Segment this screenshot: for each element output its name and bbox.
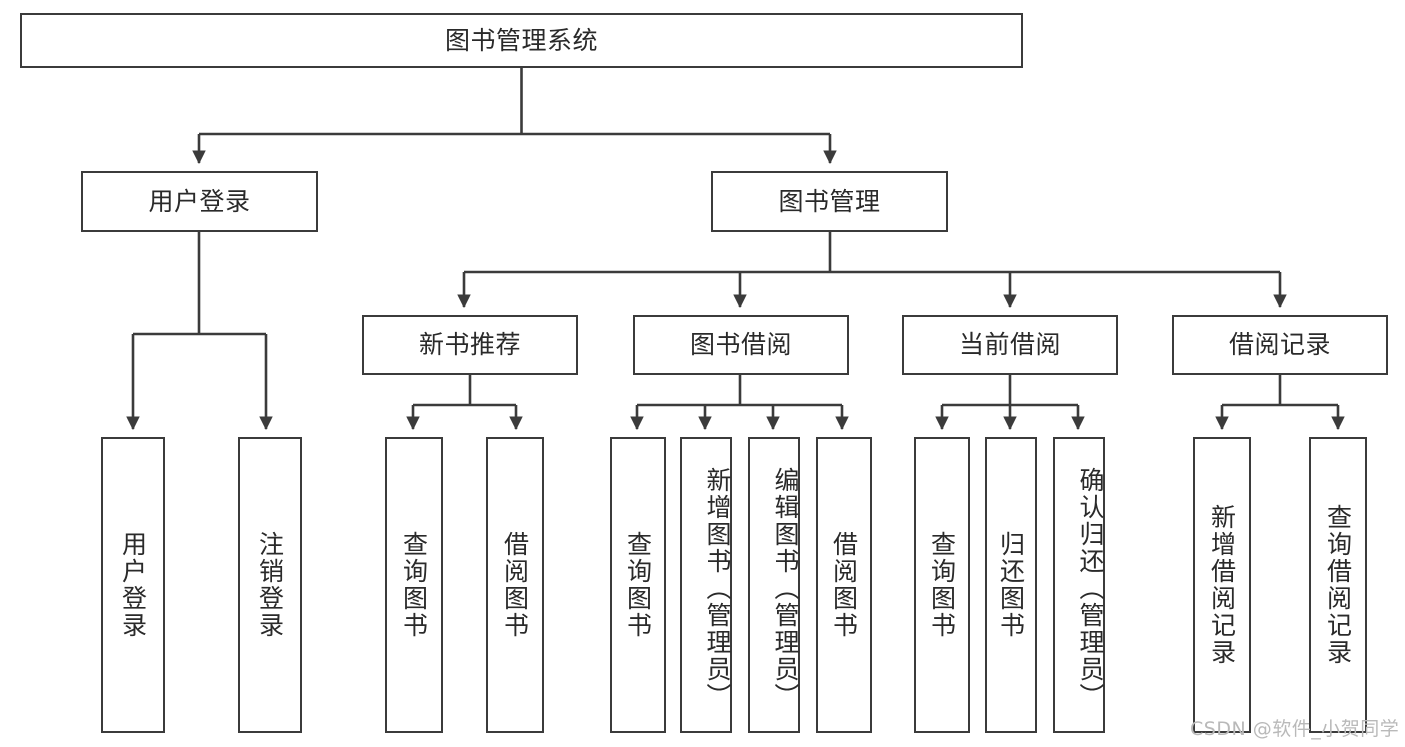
leaf-record-query-borrow-record[interactable]: 查询借阅记录 bbox=[1309, 437, 1367, 733]
node-root-system[interactable]: 图书管理系统 bbox=[20, 13, 1023, 68]
leaf-borrow-add-book-admin[interactable]: 新增图书（管理员） bbox=[680, 437, 732, 733]
node-book-borrow[interactable]: 图书借阅 bbox=[633, 315, 849, 375]
leaf-record-add-borrow-record[interactable]: 新增借阅记录 bbox=[1193, 437, 1251, 733]
node-new-book-recommend[interactable]: 新书推荐 bbox=[362, 315, 578, 375]
leaf-borrow-query-book[interactable]: 查询图书 bbox=[610, 437, 666, 733]
leaf-borrow-borrow-book[interactable]: 借阅图书 bbox=[816, 437, 872, 733]
leaf-current-confirm-return-admin[interactable]: 确认归还（管理员） bbox=[1053, 437, 1105, 733]
node-user-login[interactable]: 用户登录 bbox=[81, 171, 318, 232]
node-borrow-record[interactable]: 借阅记录 bbox=[1172, 315, 1388, 375]
leaf-recommend-borrow-book[interactable]: 借阅图书 bbox=[486, 437, 544, 733]
leaf-user-logout[interactable]: 注销登录 bbox=[238, 437, 302, 733]
watermark-credit: CSDN @软件_小贺同学 bbox=[1190, 718, 1400, 740]
node-current-borrow[interactable]: 当前借阅 bbox=[902, 315, 1118, 375]
leaf-current-query-book[interactable]: 查询图书 bbox=[914, 437, 970, 733]
node-book-management[interactable]: 图书管理 bbox=[711, 171, 948, 232]
leaf-borrow-edit-book-admin[interactable]: 编辑图书（管理员） bbox=[748, 437, 800, 733]
leaf-recommend-query-book[interactable]: 查询图书 bbox=[385, 437, 443, 733]
leaf-user-login[interactable]: 用户登录 bbox=[101, 437, 165, 733]
leaf-current-return-book[interactable]: 归还图书 bbox=[985, 437, 1037, 733]
